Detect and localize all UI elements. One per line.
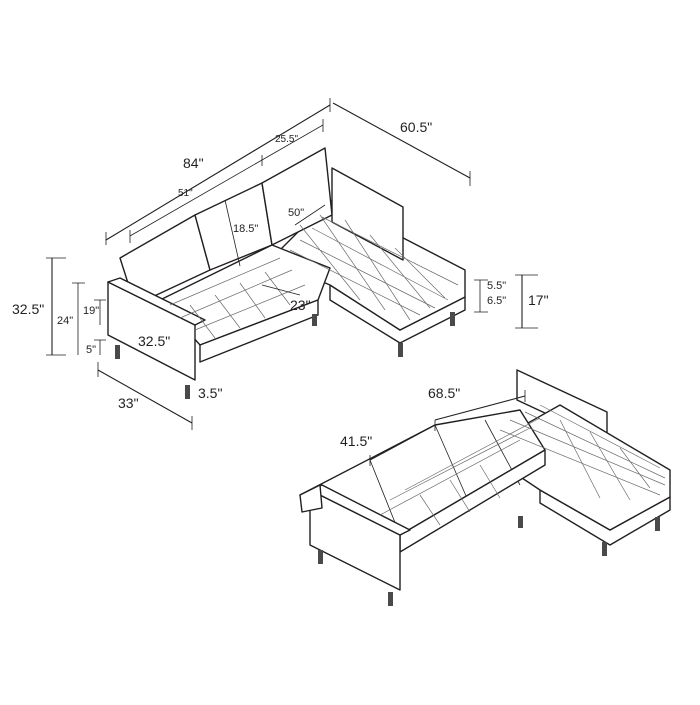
dimension-lines-top: [46, 98, 538, 430]
dim-bed-length: 68.5": [428, 385, 460, 401]
dim-bed-width: 41.5": [340, 433, 372, 449]
dim-arm-height: 24": [57, 315, 73, 327]
dim-backrest-a: 51": [178, 188, 193, 199]
dim-overall-width: 84": [183, 155, 204, 171]
dim-leg-height: 5": [86, 344, 96, 356]
dim-chaise-length: 60.5": [400, 119, 432, 135]
dim-chaise-seat-width: 50": [288, 207, 304, 219]
sofa-sectional: [107, 147, 466, 399]
dim-chaise-base: 6.5": [487, 295, 506, 307]
dimension-lines-bottom: [369, 390, 526, 466]
dim-overall-height: 32.5": [12, 301, 44, 317]
sofa-bed-mode: [299, 369, 671, 606]
dim-overall-depth: 33": [118, 395, 139, 411]
dim-backrest-height: 18.5": [233, 223, 258, 235]
dim-arm-width: 3.5": [198, 385, 222, 401]
dim-backrest-b: 25.5": [275, 134, 298, 145]
dim-seat-depth: 23": [290, 297, 311, 313]
dim-chaise-height: 17": [528, 292, 549, 308]
dim-arm-length: 32.5": [138, 333, 170, 349]
dim-seat-height: 19": [83, 305, 99, 317]
dim-chaise-cushion: 5.5": [487, 280, 506, 292]
